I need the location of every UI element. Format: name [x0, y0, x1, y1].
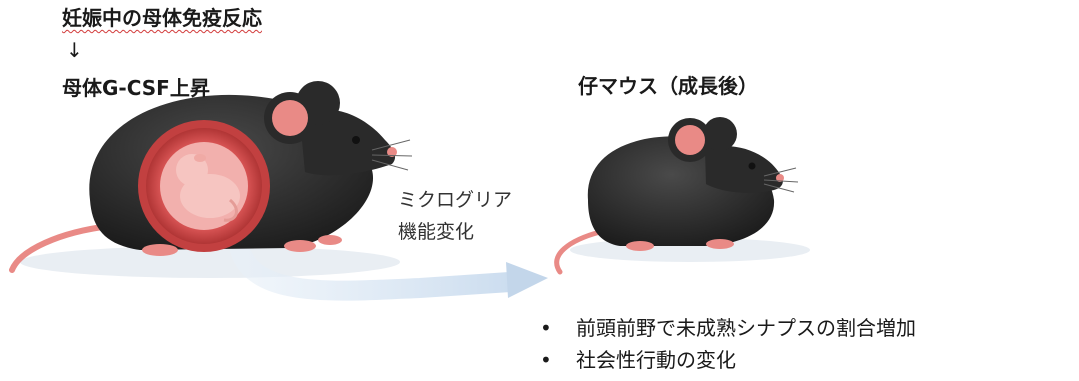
outcome-item: 前頭前野で未成熟シナプスの割合増加	[540, 312, 916, 344]
fetus	[176, 154, 240, 222]
pup-nose	[776, 174, 784, 182]
pathway-label: ミクログリア 機能変化	[398, 184, 512, 248]
offspring-title: 仔マウス（成長後）	[578, 74, 758, 98]
mother-nose	[387, 147, 397, 157]
pregnant-mouse-illustration	[9, 81, 413, 273]
maternal-immune-title: 妊娠中の母体免疫反応	[62, 6, 262, 30]
pup-eye	[748, 162, 756, 170]
outcome-list: 前頭前野で未成熟シナプスの割合増加 社会性行動の変化	[540, 312, 916, 376]
pup-head	[705, 146, 783, 193]
pup-tail	[554, 229, 603, 275]
pathway-arrow	[228, 226, 548, 301]
gcsf-rise-label: 母体G-CSF上昇	[62, 76, 210, 100]
pathway-label-line1: ミクログリア	[398, 189, 513, 211]
offspring-mouse-illustration	[554, 117, 799, 275]
mother-tail	[9, 223, 113, 273]
mother-eye	[352, 136, 360, 144]
down-arrow-icon: ↓	[66, 38, 83, 62]
outcome-item: 社会性行動の変化	[540, 344, 916, 376]
mother-head	[300, 109, 396, 176]
pathway-label-line2: 機能変化	[398, 221, 475, 243]
mother-shadow	[20, 246, 400, 278]
